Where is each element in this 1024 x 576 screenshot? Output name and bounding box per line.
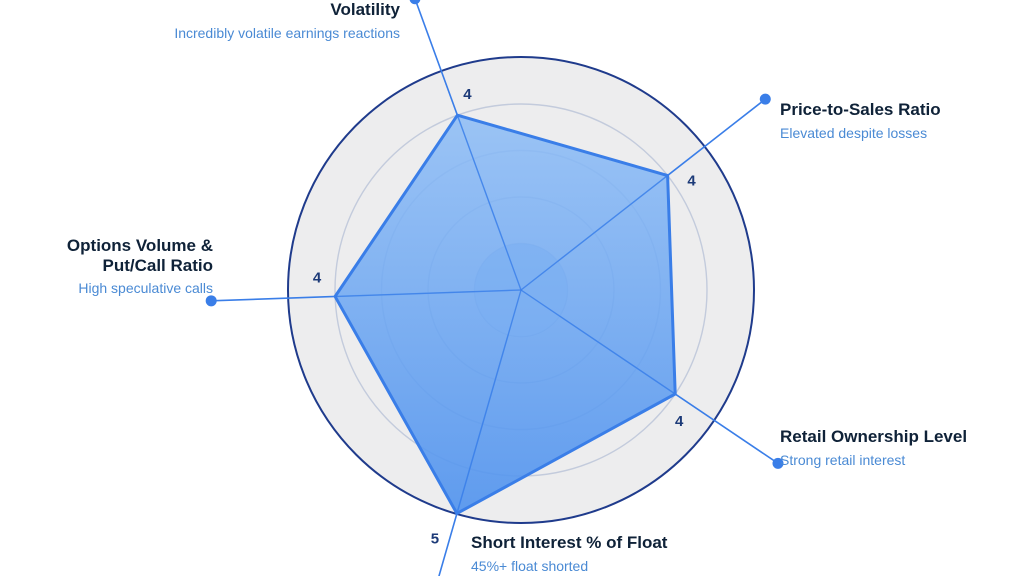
axis-subtitle: Elevated despite losses [780, 124, 928, 141]
axis-spoke [335, 289, 522, 298]
axis-end-dot [759, 93, 771, 105]
value-label: 4 [463, 86, 472, 103]
axis-title: Volatility [330, 0, 400, 19]
value-label: 4 [313, 270, 322, 287]
axis-subtitle: 45%+ float shorted [471, 557, 589, 574]
axis-title: Short Interest % of Float [471, 533, 668, 552]
axis-title: Retail Ownership Level [780, 427, 968, 446]
axis-end-dot [409, 0, 421, 5]
axis-end-dot [772, 457, 784, 469]
axis-label-short-interest: Short Interest % of Float 45%+ float sho… [471, 533, 667, 574]
axis-spoke [520, 174, 668, 291]
axis-end-dot [205, 295, 217, 307]
axis-label-volatility: Volatility Incredibly volatile earnings … [174, 0, 400, 41]
axis-spoke [456, 289, 522, 514]
value-label: 5 [431, 531, 439, 548]
axis-label-retail-ownership: Retail Ownership Level Strong retail int… [780, 427, 967, 468]
axis-title: Options Volume & Put/Call Ratio [66, 236, 213, 275]
axis-subtitle: High speculative calls [78, 280, 213, 297]
axis-title: Price-to-Sales Ratio [780, 100, 941, 119]
axis-spoke [520, 289, 676, 395]
value-label: 4 [675, 413, 684, 430]
axis-label-price-to-sales: Price-to-Sales Ratio Elevated despite lo… [780, 100, 941, 141]
axis-subtitle: Incredibly volatile earnings reactions [174, 24, 400, 41]
value-label: 4 [687, 173, 696, 190]
axis-spoke [456, 114, 522, 291]
axis-label-options-volume: Options Volume & Put/Call Ratio High spe… [0, 236, 213, 296]
axis-subtitle: Strong retail interest [780, 451, 906, 468]
